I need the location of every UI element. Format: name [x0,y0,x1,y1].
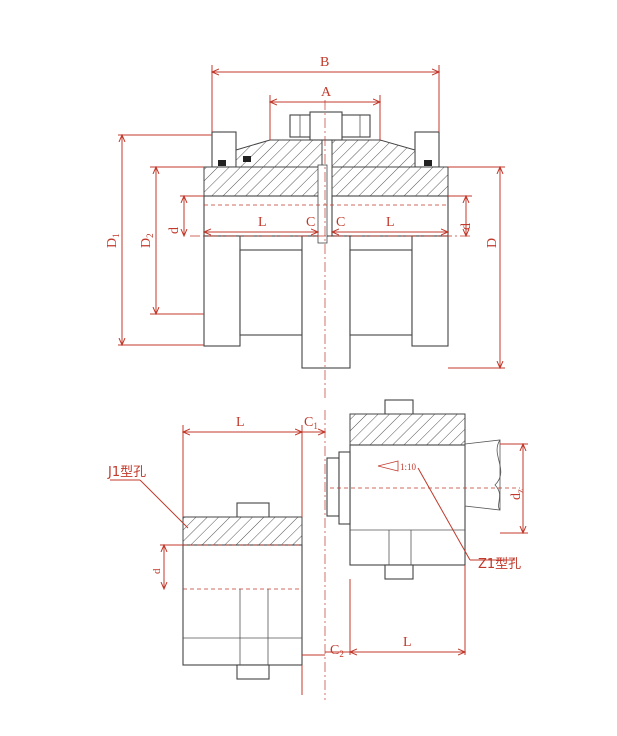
label-D2: D2 [139,233,155,248]
seal-right [424,160,432,166]
sleeve-section-right [331,166,449,197]
label-L-right: L [386,215,395,230]
j1-hub-view: L C1 J1型孔 d C2 [107,415,344,695]
label-d-left: d [167,227,182,234]
center-gap [317,164,328,244]
label-dz: dz [509,489,525,500]
label-d-j1: d [151,568,163,574]
z1-hub-body [349,444,466,566]
sleeve-section-left [203,166,323,197]
gear-band-right [331,139,416,168]
label-C-left: C [306,215,315,230]
lower-left-hub [239,249,303,336]
label-L-bottom: L [403,635,412,650]
z1-hub-section [349,413,466,446]
label-C1: C1 [304,415,318,431]
label-C-right: C [336,215,345,230]
z1-end-cap [326,457,340,517]
label-B: B [320,55,329,70]
lower-left-flange [203,235,241,347]
label-C2: C2 [330,643,344,659]
lower-center-sleeve [301,235,351,369]
label-D1: D1 [105,233,121,248]
label-d-right: d [459,223,474,230]
label-Z1: Z1型孔 [478,557,521,572]
label-A: A [321,85,332,100]
lower-right-hub [349,249,413,336]
label-J1: J1型孔 [107,465,146,480]
label-taper: 1:10 [400,462,417,472]
gear-band [235,139,323,168]
top-view: B A D1 D2 d d D L C C L [105,55,505,400]
lower-right-flange [411,235,449,347]
seal-mid-left [243,156,251,162]
z1-hub-view: 1:10 dz Z1型孔 L [325,399,528,655]
label-D: D [485,238,500,248]
label-L-left: L [258,215,267,230]
j1-hub-body [182,544,303,666]
j1-hub-section [182,516,303,546]
bolt-nut [309,111,343,141]
seal-left [218,160,226,166]
label-L-bottom-top: L [236,415,245,430]
